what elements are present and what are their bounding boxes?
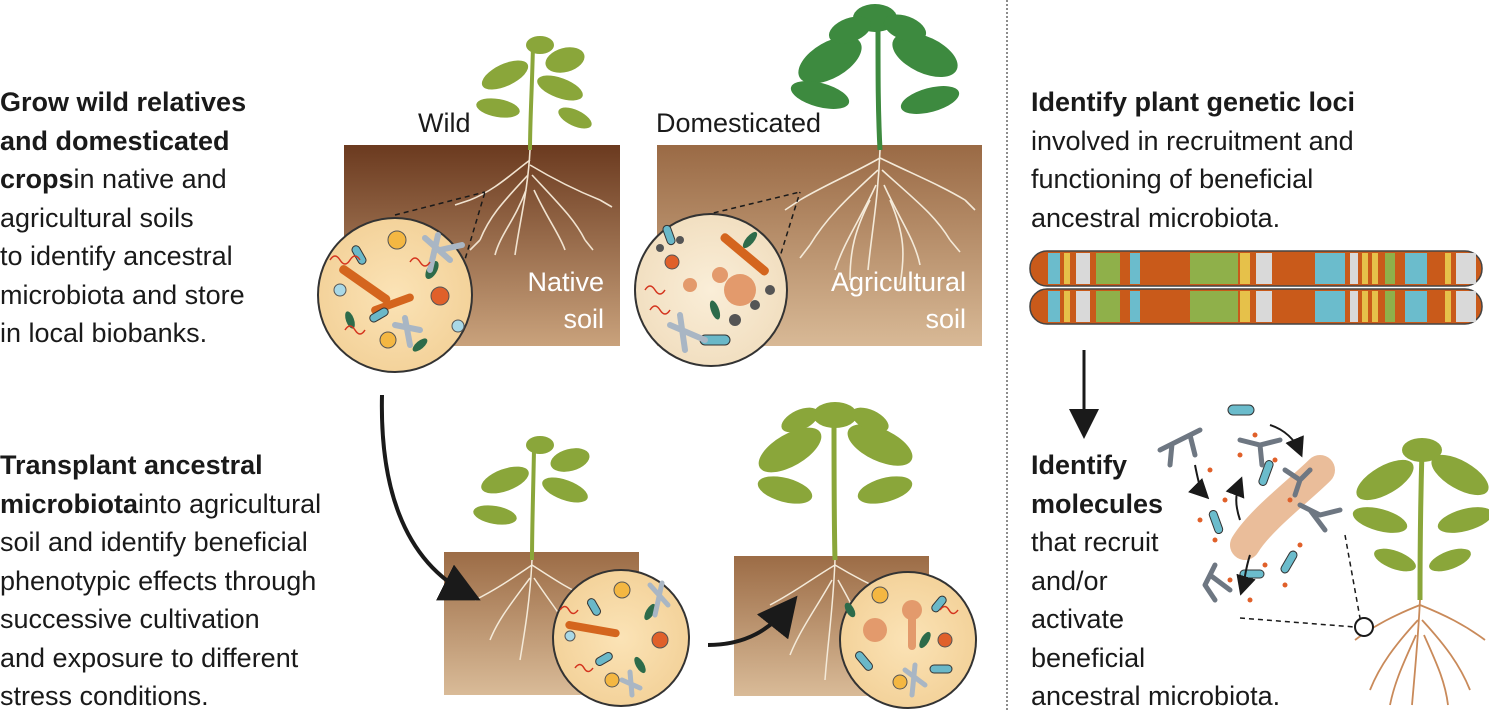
step1-bold-line3: crops	[0, 164, 74, 194]
transplant-arrow-2	[707, 595, 798, 647]
domesticated-label: Domesticated	[656, 108, 822, 138]
step4-bold-line1: Identify	[1031, 450, 1128, 480]
agri-soil-line1: Agricultural	[830, 267, 966, 297]
step4-line5: activate	[1031, 604, 1125, 634]
step3-line3: functioning of beneficial	[1031, 164, 1314, 194]
native-soil-line2: soil	[563, 304, 604, 334]
step1-text: Grow wild relatives and domesticated cro…	[0, 83, 246, 353]
step2-line3: soil and identify beneficial	[0, 527, 308, 557]
step1-bold-line2: and domesticated	[0, 125, 230, 156]
agricultural-soil-label: Agricultural soil	[790, 264, 966, 338]
step4-bold-line2: molecules	[1031, 488, 1164, 519]
domesticated-plant-top	[790, 4, 960, 151]
step3-bold-line1: Identify plant genetic loci	[1031, 87, 1356, 117]
zoom-circle-marker	[1354, 617, 1374, 637]
domesticated-plant-roots	[784, 149, 976, 286]
step4-text: Identify molecules that recruit and/or a…	[1031, 446, 1280, 716]
zoom-lines-right	[1239, 534, 1361, 628]
transplant-arrow-1	[379, 394, 481, 601]
step4-line6: beneficial	[1031, 642, 1146, 673]
step2-bold-line2: microbiota	[0, 488, 139, 519]
native-soil-label: Native soil	[480, 264, 604, 338]
step2-line5: successive cultivation	[0, 604, 260, 634]
step4-line4: and/or	[1031, 565, 1108, 596]
step1-line3-rest: in native and	[73, 164, 227, 194]
step4-line3: that recruit	[1031, 527, 1159, 557]
step3-text: Identify plant genetic loci involved in …	[1031, 83, 1355, 237]
transplanted-microbiota-circle-2	[839, 571, 977, 709]
step1-line7: in local biobanks.	[0, 318, 208, 348]
chromosome	[1029, 250, 1483, 325]
step3-line4: ancestral microbiota.	[1031, 202, 1281, 233]
native-microbiota-circle	[317, 217, 473, 373]
agri-soil-line2: soil	[925, 304, 966, 334]
agricultural-microbiota-circle	[634, 213, 788, 367]
right-plant	[1352, 438, 1489, 601]
panel-divider	[1006, 0, 1008, 710]
root-molecule-scene	[1157, 404, 1343, 603]
step2-line6: and exposure to different	[0, 642, 299, 673]
step1-bold-line1: Grow wild relatives	[0, 87, 247, 117]
wild-plant-roots	[454, 149, 613, 256]
wild-plant-top	[476, 36, 592, 151]
native-soil-line1: Native	[527, 267, 604, 297]
step2-line2-rest: into agricultural	[138, 488, 322, 519]
step1-line6: microbiota and store	[0, 279, 245, 310]
step2-line4: phenotypic effects through	[0, 565, 317, 596]
step2-text: Transplant ancestral microbiotainto agri…	[0, 446, 321, 716]
bottom-plant-2	[757, 402, 913, 561]
step1-line5: to identify ancestral	[0, 241, 233, 271]
bottom-plant-1	[473, 436, 590, 561]
step1-line4: agricultural soils	[0, 202, 194, 233]
transplanted-microbiota-circle-1	[552, 569, 690, 707]
step2-bold-line1: Transplant ancestral	[0, 450, 263, 480]
step2-line7: stress conditions.	[0, 681, 209, 711]
right-plant-roots	[1354, 599, 1486, 706]
wild-label: Wild	[418, 108, 471, 138]
step4-line7: ancestral microbiota.	[1031, 681, 1281, 711]
step3-line2: involved in recruitment and	[1031, 125, 1354, 156]
